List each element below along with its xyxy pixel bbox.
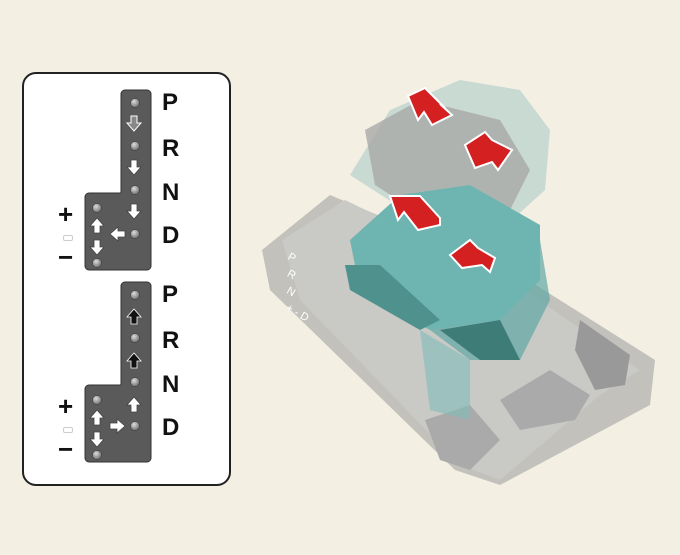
gear-label-p: P	[162, 89, 179, 116]
arrow-icon	[463, 130, 514, 172]
gear-label-d: D	[162, 222, 180, 249]
neutral-indicator	[63, 427, 73, 433]
gear-label-n: N	[162, 371, 180, 398]
gear-label-p: P	[162, 281, 179, 308]
minus-label: −	[58, 434, 74, 464]
gear-label-n: N	[162, 179, 180, 206]
arrow-icon	[388, 195, 441, 232]
gear-label-r: R	[162, 327, 180, 354]
minus-label: −	[58, 242, 74, 272]
gate-lower	[84, 281, 152, 463]
arrow-icon	[448, 238, 497, 274]
movement-arrows	[388, 86, 514, 274]
plus-label: +	[58, 391, 74, 421]
gear-label-r: R	[162, 135, 180, 162]
gear-label-d: D	[162, 414, 180, 441]
gate-upper	[84, 89, 152, 271]
arrow-icon	[406, 86, 454, 127]
neutral-indicator	[63, 235, 73, 241]
plus-label: +	[58, 199, 74, 229]
